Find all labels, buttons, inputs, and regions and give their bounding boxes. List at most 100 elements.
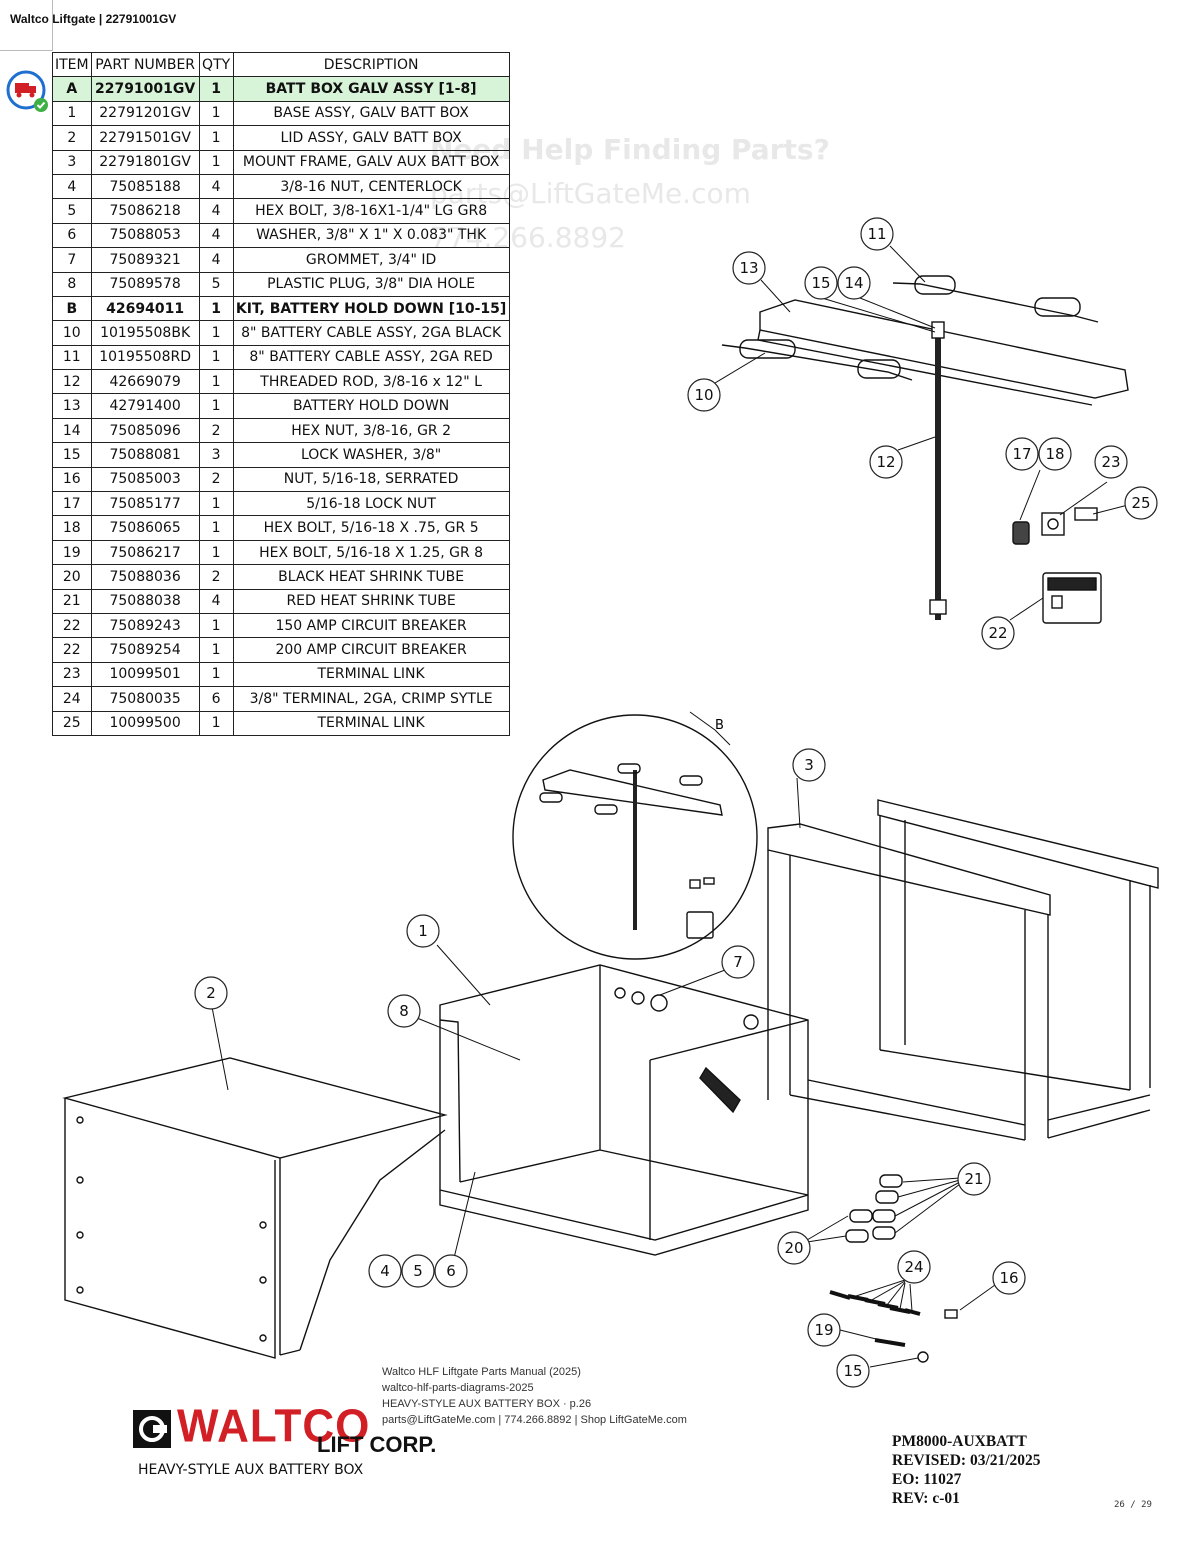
callout-label: 18 [1045,445,1064,463]
callout-bubble [401,1254,435,1288]
source-info: Waltco HLF Liftgate Parts Manual (2025) … [382,1364,687,1428]
table-cell-description: HEX NUT, 3/8-16, GR 2 [232,417,510,444]
callout-label: 10 [694,386,713,404]
callout-24: 24 [897,1250,931,1284]
callout-25: 25 [1124,486,1158,520]
table-cell-item: 5 [52,198,92,224]
table-cell-description: BLACK HEAT SHRINK TUBE [232,564,510,590]
table-cell-description: GROMMET, 3/4" ID [232,247,510,273]
callout-bubble [777,1231,811,1265]
browser-tab[interactable]: Waltco Liftgate | 22791001GV [0,0,176,51]
detail-view-b [512,714,758,960]
table-cell-part-number: 75089321 [90,247,200,273]
table-cell-part-number: 10195508RD [90,344,200,371]
callout-22: 22 [981,616,1015,650]
callout-bubble [406,914,440,948]
callout-bubble [368,1254,402,1288]
table-cell-description: 8" BATTERY CABLE ASSY, 2GA RED [232,344,510,371]
callout-bubble [434,1254,468,1288]
callout-label: 24 [904,1258,923,1276]
callout-label: 25 [1131,494,1150,512]
callout-label: 7 [733,953,743,971]
hardware-part [1012,507,1098,545]
table-cell-qty: 1 [198,295,234,322]
pm-number: PM8000-AUXBATT [892,1433,1027,1450]
table-cell-qty: 4 [198,588,234,614]
callout-21: 21 [957,1162,991,1196]
callout-bubble [732,251,766,285]
table-cell-description: HEX BOLT, 3/8-16X1-1/4" LG GR8 [232,198,510,224]
callout-bubble [897,1250,931,1284]
table-cell-item: 13 [52,393,92,419]
document-title: HEAVY-STYLE AUX BATTERY BOX [138,1462,364,1478]
table-cell-part-number: 42669079 [90,369,200,395]
contact-line[interactable]: parts@LiftGateMe.com | 774.266.8892 | Sh… [382,1414,687,1426]
table-cell-qty: 5 [198,271,234,297]
callout-2: 2 [194,976,228,1010]
table-cell-description: WASHER, 3/8" X 1" X 0.083" THK [232,222,510,249]
table-cell-part-number: 10099501 [90,661,200,688]
callout-3: 3 [792,748,826,782]
callout-11: 11 [860,217,894,251]
callout-label: 23 [1101,453,1120,471]
table-cell-item: 8 [52,271,92,297]
table-cell-description: 3/8" TERMINAL, 2GA, CRIMP SYTLE [232,686,510,712]
table-cell-qty: 2 [198,466,234,493]
table-cell-qty: 1 [198,369,234,395]
callout-label: 4 [380,1262,390,1280]
source-line: HEAVY-STYLE AUX BATTERY BOX · p.26 [382,1398,592,1410]
callout-label: 16 [999,1269,1018,1287]
callout-bubble [194,976,228,1010]
table-cell-part-number: 75086218 [90,198,200,224]
callout-label: 15 [843,1362,862,1380]
table-cell-qty: 1 [198,344,234,371]
page-number: 26 / 29 [1114,1500,1152,1510]
callout-label: 6 [446,1262,456,1280]
callout-18: 18 [1038,437,1072,471]
callout-6: 6 [434,1254,468,1288]
source-line: Waltco HLF Liftgate Parts Manual (2025) [382,1366,581,1378]
table-cell-part-number: 75088038 [90,588,200,614]
callout-7: 7 [721,945,755,979]
table-cell-qty: 4 [198,173,234,200]
callout-17: 17 [1005,437,1039,471]
table-cell-part-number: 42791400 [90,393,200,419]
table-cell-part-number: 22791001GV [90,76,200,102]
callout-1: 1 [406,914,440,948]
table-cell-part-number: 22791801GV [90,149,200,175]
eo-number: EO: 11027 [892,1471,962,1488]
table-cell-item: 11 [52,344,92,371]
table-cell-item: 21 [52,588,92,614]
callout-8: 8 [387,994,421,1028]
callout-bubble [387,994,421,1028]
table-cell-part-number: 22791201GV [90,100,200,127]
ram-logo-icon [133,1410,171,1448]
detail-label: B [715,718,724,733]
table-cell-part-number: 75089243 [90,612,200,639]
callout-19: 19 [807,1313,841,1347]
table-cell-description: KIT, BATTERY HOLD DOWN [10-15] [232,295,510,322]
col-header-description: DESCRIPTION [232,51,510,78]
callout-label: 14 [844,274,863,292]
rev-number: REV: c-01 [892,1490,960,1507]
table-cell-qty: 1 [198,320,234,346]
circuit-breaker-part [1042,572,1102,624]
table-cell-part-number: 10099500 [90,710,200,736]
table-cell-part-number: 75088053 [90,222,200,249]
callout-bubble [837,266,871,300]
callout-label: 19 [814,1321,833,1339]
parts-lookup-icon[interactable] [6,70,50,114]
